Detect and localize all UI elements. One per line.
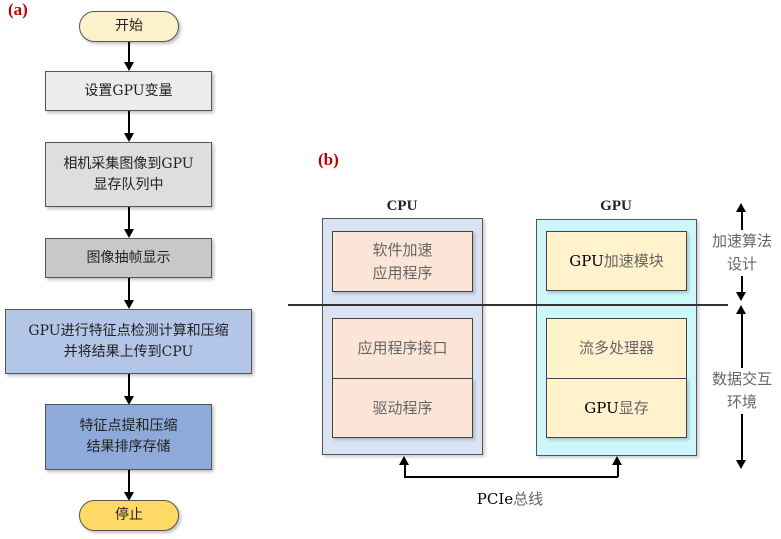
side-label-line1: 数据交互 [711, 370, 772, 388]
block-text-line2: 应用程序 [372, 263, 433, 282]
arrow-up-icon [736, 203, 746, 212]
flow-step-sort-store: 特征点提和压缩 结果排序存储 [45, 404, 212, 470]
flow-step-gpu-detect: GPU进行特征点检测计算和压缩 并将结果上传到CPU [5, 309, 252, 374]
side-label-data-exchange: 数据交互 环境 [703, 368, 781, 414]
arrow-down-icon [124, 229, 134, 238]
flow-stop-text: 停止 [115, 507, 143, 523]
bus-line [404, 464, 406, 477]
side-label-line2: 环境 [726, 393, 757, 411]
block-text: 应用程序接口 [357, 339, 448, 357]
arrow-down-icon [124, 62, 134, 71]
block-text-prefix: GPU [569, 251, 604, 270]
flow-step-text: 设置GPU变量 [84, 82, 173, 99]
block-text-line1: 软件加速 [372, 240, 433, 259]
flow-start-text: 开始 [115, 18, 143, 34]
flow-connector [128, 42, 130, 64]
side-label-accel-design: 加速算法 设计 [703, 230, 781, 276]
cpu-software-accel-app: 软件加速 应用程序 [332, 231, 473, 292]
flow-step-text-line2: 并将结果上传到CPU [63, 343, 194, 360]
flow-step-text-line2: 结果排序存储 [86, 439, 171, 455]
flow-step-frame-display: 图像抽帧显示 [45, 238, 212, 278]
flow-step-text-line1: 相机采集图像到GPU [63, 155, 194, 172]
flow-connector [128, 374, 130, 398]
pcie-bus-label: PCIe总线 [460, 488, 560, 511]
cpu-title: CPU [386, 198, 418, 214]
arrow-down-icon [736, 292, 746, 301]
flow-step-text-line1: 特征点提和压缩 [79, 418, 178, 434]
panel-b-label: (b) [318, 150, 339, 169]
arrow-up-icon [612, 456, 622, 465]
block-text: 驱动程序 [372, 398, 433, 417]
cpu-driver-block: 驱动程序 [332, 378, 473, 438]
cpu-api-block: 应用程序接口 [332, 318, 473, 379]
flow-step-capture: 相机采集图像到GPU 显存队列中 [45, 142, 212, 207]
block-text: 加速模块 [603, 251, 664, 270]
flow-start: 开始 [79, 11, 179, 42]
flow-step-text-line1: GPU进行特征点检测计算和压缩 [28, 322, 229, 339]
block-text: 显存 [618, 398, 649, 417]
bus-line [404, 476, 618, 478]
flow-connector [128, 207, 130, 231]
flow-connector [128, 470, 130, 494]
bus-line [617, 464, 619, 477]
bus-label-text: 总线 [513, 490, 544, 508]
panel-a-label: (a) [8, 0, 28, 19]
side-label-line2: 设计 [726, 255, 757, 273]
flow-step-text: 图像抽帧显示 [86, 249, 171, 266]
block-text-prefix: GPU [584, 398, 619, 417]
layer-divider-line [288, 304, 728, 306]
gpu-title: GPU [600, 198, 632, 214]
arrow-down-icon [124, 492, 134, 501]
arrow-up-icon [399, 456, 409, 465]
arrow-up-icon [736, 305, 746, 314]
side-label-line1: 加速算法 [711, 232, 772, 250]
flow-connector [128, 111, 130, 135]
arrow-down-icon [736, 460, 746, 469]
flow-step-text-line2: 显存队列中 [93, 176, 164, 193]
arrow-down-icon [124, 396, 134, 405]
bus-label-prefix: PCIe [476, 490, 514, 508]
block-text: 流多处理器 [578, 339, 654, 357]
arrow-down-icon [124, 133, 134, 142]
flow-stop: 停止 [79, 500, 179, 531]
gpu-streaming-multiprocessor: 流多处理器 [546, 318, 687, 379]
flow-step-set-gpu-vars: 设置GPU变量 [45, 71, 212, 111]
arrow-down-icon [124, 300, 134, 309]
flow-connector [128, 278, 130, 302]
